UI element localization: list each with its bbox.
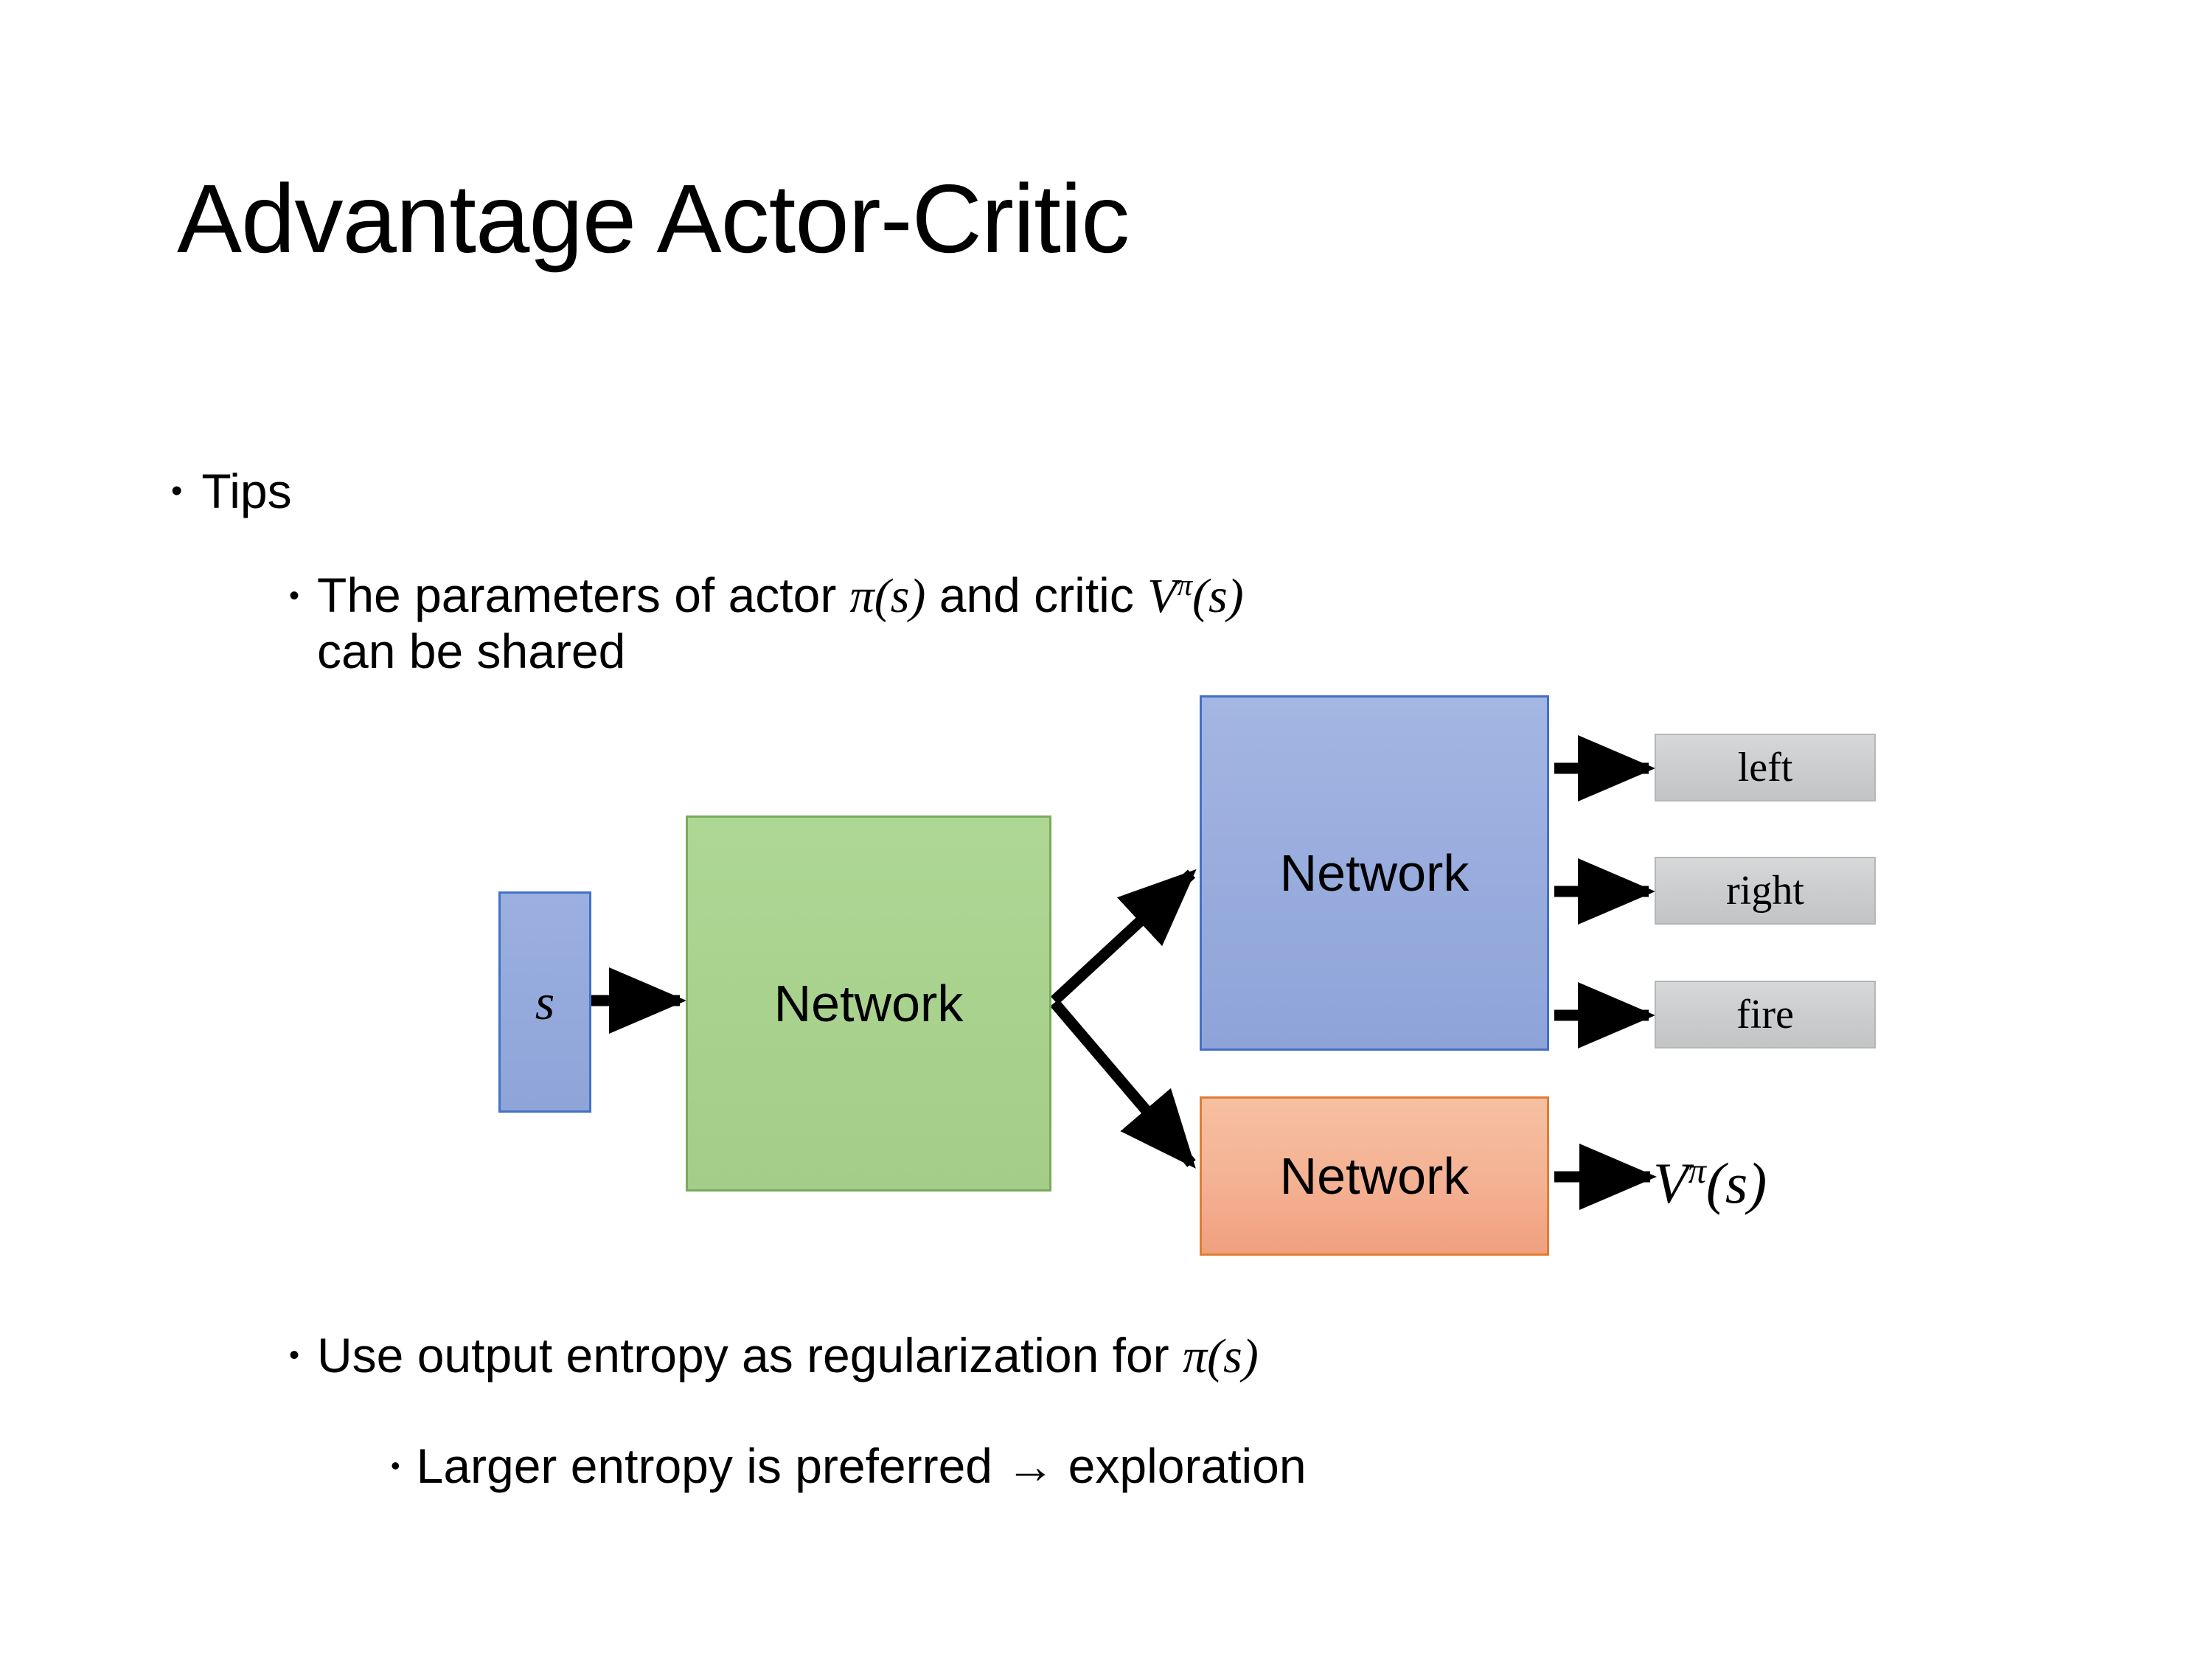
- params-text-1: The parameters of actor: [317, 568, 850, 622]
- shared-network-box: Network: [686, 815, 1051, 1192]
- bullet-shared-parameters: • The parameters of actor π(s) and criti…: [289, 568, 1985, 679]
- bullet-marker-icon: •: [171, 473, 183, 509]
- critic-output-arg: (s): [1705, 1151, 1767, 1215]
- math-actor-policy: π(s): [849, 569, 926, 623]
- bullet-larger-entropy-label: Larger entropy is preferred → exploratio…: [416, 1439, 1307, 1493]
- arrow-shared-to-critic: [1050, 999, 1196, 1169]
- state-input-box: s: [498, 891, 591, 1113]
- critic-output-base: V: [1653, 1151, 1688, 1215]
- bullet-tips: • Tips: [171, 463, 292, 519]
- actor-network-box: Network: [1200, 695, 1549, 1051]
- bullet-entropy-text: Use output entropy as regularization for…: [317, 1327, 1259, 1385]
- math-policy: π(s): [1183, 1329, 1259, 1383]
- critic-network-box: Network: [1200, 1096, 1549, 1256]
- bullet-marker-icon: •: [289, 1339, 300, 1371]
- params-text-line2: can be shared: [317, 624, 626, 679]
- bullet-marker-icon: •: [391, 1450, 400, 1481]
- math-critic-value-arg: (s): [1192, 569, 1244, 623]
- critic-output-label: Vπ(s): [1653, 1150, 1767, 1217]
- page-title: Advantage Actor-Critic: [177, 164, 1130, 273]
- math-critic-value-base: V: [1147, 569, 1178, 623]
- bullet-tips-label: Tips: [201, 464, 292, 518]
- arrow-shared-to-actor: [1050, 869, 1197, 1005]
- params-text-2: and critic: [925, 568, 1148, 622]
- bullet-marker-icon: •: [289, 580, 300, 612]
- action-box-fire: fire: [1655, 981, 1876, 1048]
- entropy-text-1: Use output entropy as regularization for: [317, 1328, 1183, 1382]
- math-critic-value-superscript: π: [1177, 568, 1193, 602]
- bullet-larger-entropy: • Larger entropy is preferred → explorat…: [391, 1438, 1307, 1494]
- bullet-shared-parameters-text: The parameters of actor π(s) and critic …: [317, 568, 1244, 679]
- bullet-entropy-regularization: • Use output entropy as regularization f…: [289, 1327, 1259, 1385]
- critic-output-superscript: π: [1688, 1152, 1706, 1191]
- action-box-right: right: [1655, 857, 1876, 925]
- action-box-left: left: [1655, 734, 1876, 801]
